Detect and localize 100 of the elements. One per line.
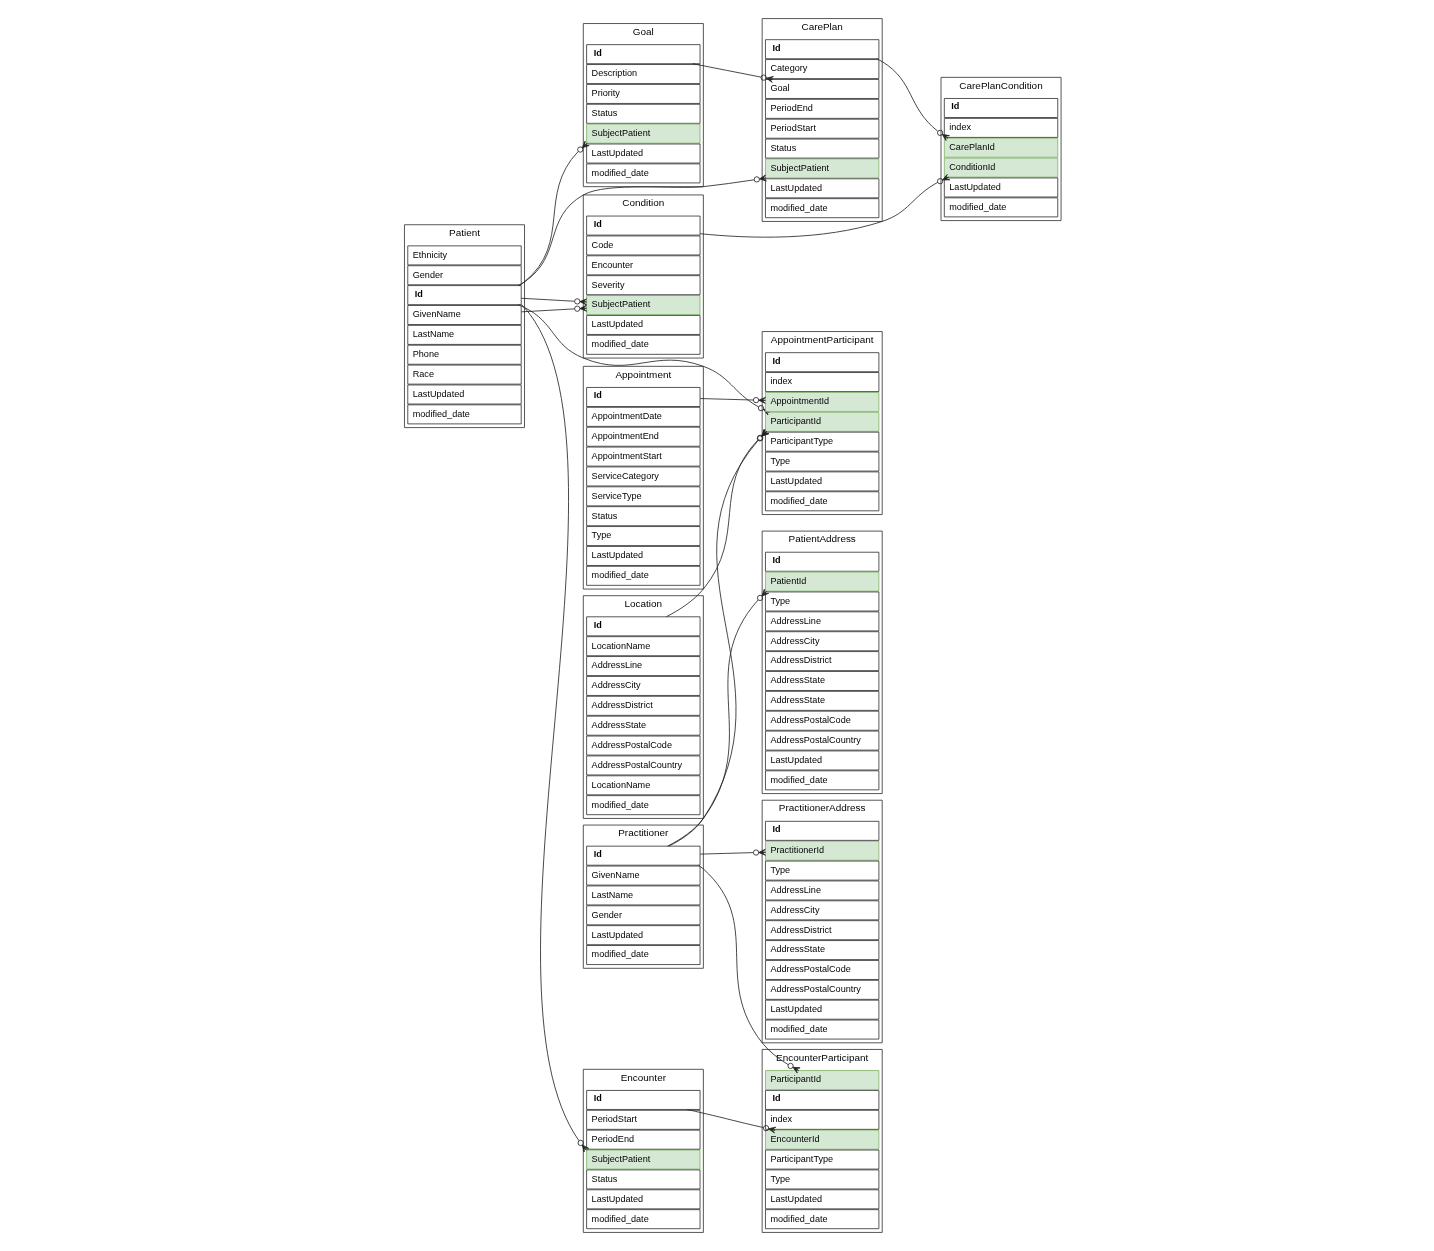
node-box: LastName [406,324,522,345]
node-box: SubjectPatient [764,158,879,179]
node-box: Id [585,215,700,236]
node-box: AddressState [585,715,700,736]
node-box: modified_date [764,770,879,791]
node-box: Type [764,1169,879,1190]
node-box: Id [764,352,879,373]
node-box: ConditionId [943,157,1058,178]
node-box: AddressPostalCode [764,710,879,731]
connector [666,588,769,847]
node-box: PatientId [764,571,879,592]
node-box: AddressState [764,690,879,711]
node-box: Ethnicity [406,245,522,266]
node-box: index [764,372,879,392]
node-box: Id [585,1090,700,1110]
node-box: AppointmentStart [585,446,700,467]
node-box: AppointmentId [764,392,879,412]
node-box: ParticipantType [764,431,879,452]
node-box: Type [585,526,700,546]
node-box: AddressLine [585,656,700,676]
node-box: SubjectPatient [585,295,700,315]
node-box: Goal [764,79,879,99]
node-box: ParticipantId [764,1070,879,1090]
node-box: index [943,117,1058,138]
node-box: Status [585,103,700,124]
node-box: AddressPostalCountry [764,979,879,1000]
node-box: Id [764,39,879,60]
node-box: AddressDistrict [585,695,700,716]
node-box: modified_date [764,1019,879,1040]
node-box: ServiceType [585,486,700,507]
node-box: PeriodStart [764,118,879,139]
node-box: Phone [406,344,522,365]
node-box: Severity [585,275,700,296]
node-box: Category [764,59,879,79]
node-box: Gender [406,265,522,286]
node-box: Id [764,551,879,572]
node-box: modified_date [943,197,1058,218]
node-box: LastUpdated [764,750,879,771]
node-box: Id [585,44,700,65]
node-box: LocationName [585,775,700,796]
node-box: AddressLine [764,880,879,901]
node-box: modified_date [585,163,700,184]
node-box: CarePlanId [943,137,1058,158]
node-box: SubjectPatient [585,1149,700,1170]
node-box: Id [585,387,700,407]
node-box: ParticipantType [764,1149,879,1170]
node-box: AddressPostalCode [585,735,700,756]
node-box: modified_date [406,404,522,425]
node-box: LastUpdated [406,384,522,405]
node-box: AddressCity [764,900,879,921]
node-box: GivenName [406,305,522,325]
node-box: modified_date [585,1209,700,1230]
node-box: Id [585,845,700,866]
node-box: modified_date [585,945,700,965]
node-box: Type [764,591,879,612]
node-box: PeriodStart [585,1109,700,1130]
node-box: GivenName [585,865,700,886]
node-box: AddressDistrict [764,920,879,941]
node-box: LastUpdated [585,143,700,164]
node-box: AddressLine [764,611,879,632]
node-box: LastUpdated [585,546,700,566]
node-box: LastUpdated [585,925,700,946]
node-box: AddressDistrict [764,651,879,672]
node-box: Gender [585,905,700,926]
connector [686,1109,776,1134]
connector [520,304,587,313]
node-box: modified_date [585,795,700,816]
node-box: Description [585,64,700,84]
connector [699,174,950,238]
connector [520,297,587,306]
node-box: LastUpdated [764,1189,879,1210]
connector [691,63,774,83]
node-box: Race [406,364,522,385]
connector [520,304,589,1153]
node-box: LastUpdated [585,315,700,335]
node-box: Type [764,860,879,881]
node-box: modified_date [585,334,700,355]
node-box: AddressPostalCountry [764,730,879,751]
node-box: modified_date [764,1209,879,1230]
node-box: LastUpdated [764,471,879,492]
node-box: Status [764,138,879,159]
connector [699,848,766,856]
node-box: Code [585,235,700,256]
node-box: PractitionerId [764,840,879,861]
connector [517,174,767,286]
node-box: Status [585,1169,700,1190]
node-box: Id [585,616,700,637]
node-box: Id [943,98,1058,118]
node-box: Type [764,451,879,472]
node-box: AddressCity [764,631,879,652]
node-box: Id [764,820,879,841]
node-box: AppointmentEnd [585,426,700,447]
node-box: modified_date [764,198,879,219]
node-box: LastUpdated [764,178,879,199]
connector [699,396,766,404]
node-box: LocationName [585,636,700,657]
node-box: ParticipantId [764,411,879,432]
node-box: AddressState [764,671,879,691]
node-box: AddressPostalCountry [585,755,700,776]
node-box: AppointmentDate [585,406,700,427]
